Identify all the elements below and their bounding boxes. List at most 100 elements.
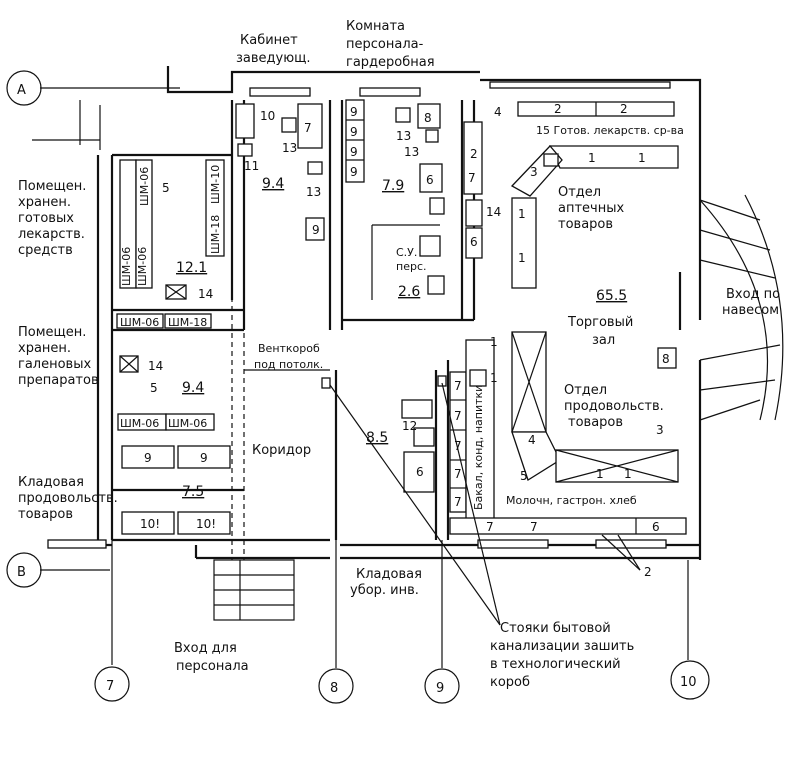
- label-cleaning-storage: Кладовая убор. инв.: [350, 567, 426, 598]
- label-galenic-storage: Помещен. хранен. галеновых препаратов: [18, 325, 99, 388]
- marker-13c: 13: [396, 129, 411, 143]
- marker-9b: 9: [200, 451, 208, 465]
- marker-7a: 7: [304, 121, 312, 135]
- marker-101b: 10!: [196, 517, 216, 531]
- marker-9g: 9: [350, 165, 358, 179]
- equip-label-wm18-a: ШМ-18: [209, 215, 222, 254]
- marker-7c: 7: [454, 379, 462, 393]
- marker-2c: 2: [470, 147, 478, 161]
- area-wc: 2.6: [398, 284, 420, 300]
- marker-5c: 5: [520, 469, 528, 483]
- equip-label-wm06-e: ШМ-06: [120, 417, 159, 430]
- marker-2a: 2: [554, 102, 562, 116]
- marker-14c: 14: [486, 205, 501, 219]
- marker-6d: 6: [416, 465, 424, 479]
- equip-label-wm18-b: ШМ-18: [168, 316, 207, 329]
- label-staff-room: Комната персонала- гардеробная: [346, 19, 435, 70]
- axis-marker-7: 7: [94, 666, 130, 702]
- marker-7h: 7: [486, 520, 494, 534]
- marker-7f: 7: [454, 467, 462, 481]
- marker-9c: 9: [312, 223, 320, 237]
- marker-10: 10: [260, 109, 275, 123]
- label-trading-hall: Торговый зал: [567, 315, 637, 348]
- area-staff: 7.9: [382, 178, 404, 194]
- marker-4a: 4: [494, 105, 502, 119]
- axis-marker-9: 9: [424, 668, 460, 704]
- marker-1h: 1: [624, 467, 632, 481]
- vent-duct-lines: [231, 270, 330, 560]
- axis-label-8: 8: [330, 681, 338, 696]
- hall-equipment: [449, 101, 687, 535]
- equip-label-wm06-d: ШМ-06: [120, 316, 159, 329]
- axis-marker-8: 8: [318, 668, 354, 704]
- axis-label-7: 7: [106, 679, 114, 694]
- marker-4b: 4: [528, 433, 536, 447]
- marker-9d: 9: [350, 105, 358, 119]
- marker-12: 12: [402, 419, 417, 433]
- pantry-equipment: [121, 445, 231, 535]
- label-corridor: Коридор: [252, 443, 311, 458]
- axis-marker-a: A: [6, 70, 42, 106]
- marker-1e: 1: [490, 335, 498, 349]
- area-office: 9.4: [262, 176, 284, 192]
- marker-7e: 7: [454, 439, 462, 453]
- marker-2d: 2: [644, 565, 652, 579]
- marker-7i: 7: [530, 520, 538, 534]
- marker-7d: 7: [454, 409, 462, 423]
- marker-13a: 13: [282, 141, 297, 155]
- marker-13b: 13: [306, 185, 321, 199]
- axis-label-9: 9: [436, 681, 444, 696]
- office-equipment: [235, 103, 325, 241]
- marker-14b: 14: [148, 359, 163, 373]
- label-food-pantry: Кладовая продовольств. товаров: [18, 475, 122, 522]
- marker-6b: 6: [470, 235, 478, 249]
- label-grocery-vertical: Бакал, конд, напитки: [472, 385, 485, 510]
- marker-6c: 6: [652, 520, 660, 534]
- label-staff-entrance: Вход для персонала: [174, 641, 249, 674]
- marker-2b: 2: [620, 102, 628, 116]
- label-drugs-storage: Помещен. хранен. готовых лекарств. средс…: [18, 179, 91, 258]
- galenic-equipment: [116, 313, 215, 431]
- break-marks: [32, 100, 101, 150]
- staff-stairs: [213, 559, 295, 621]
- marker-1a: 1: [588, 151, 596, 165]
- pharmacy-storage-equipment: [119, 159, 225, 300]
- label-wc: С.У. перс.: [396, 246, 427, 273]
- label-food-dept: Отдел продовольств. товаров: [564, 383, 668, 430]
- equip-label-wm10: ШМ-10: [209, 165, 222, 204]
- label-dairy-row: Молочн, гастрон. хлеб: [506, 494, 637, 507]
- area-hall: 65.5: [596, 288, 627, 304]
- sewer-leader-lines: [329, 382, 641, 626]
- area-galenic: 9.4: [182, 380, 204, 396]
- marker-9a: 9: [144, 451, 152, 465]
- label-pharmacy-dept: Отдел аптечных товаров: [558, 185, 628, 232]
- axis-label-b: B: [17, 565, 26, 580]
- marker-1d: 1: [518, 251, 526, 265]
- equip-label-wm06-f: ШМ-06: [168, 417, 207, 430]
- axis-label-a: A: [17, 83, 26, 98]
- axis-lines: [40, 87, 689, 668]
- marker-3b: 3: [656, 423, 664, 437]
- marker-13d: 13: [404, 145, 419, 159]
- axis-label-10: 10: [680, 675, 697, 690]
- label-director-office: Кабинет заведующ.: [236, 33, 311, 66]
- marker-3a: 3: [530, 165, 538, 179]
- area-cleaning: 8.5: [366, 430, 388, 446]
- marker-8b: 8: [662, 352, 670, 366]
- marker-9f: 9: [350, 145, 358, 159]
- label-ready-shelf: 15 Готов. лекарств. ср-ва: [536, 124, 684, 137]
- windows: [47, 81, 671, 549]
- axis-marker-b: B: [6, 552, 42, 588]
- marker-1f: 1: [490, 371, 498, 385]
- equip-label-wm06-a: ШМ-06: [120, 247, 133, 286]
- marker-1g: 1: [596, 467, 604, 481]
- marker-7g: 7: [454, 495, 462, 509]
- marker-9e: 9: [350, 125, 358, 139]
- marker-5a: 5: [162, 181, 170, 195]
- marker-14a: 14: [198, 287, 213, 301]
- area-drugs-storage: 12.1: [176, 260, 207, 276]
- label-vent-duct: Венткороб под потолк.: [254, 342, 323, 371]
- marker-11: 11: [244, 159, 259, 173]
- marker-1c: 1: [518, 207, 526, 221]
